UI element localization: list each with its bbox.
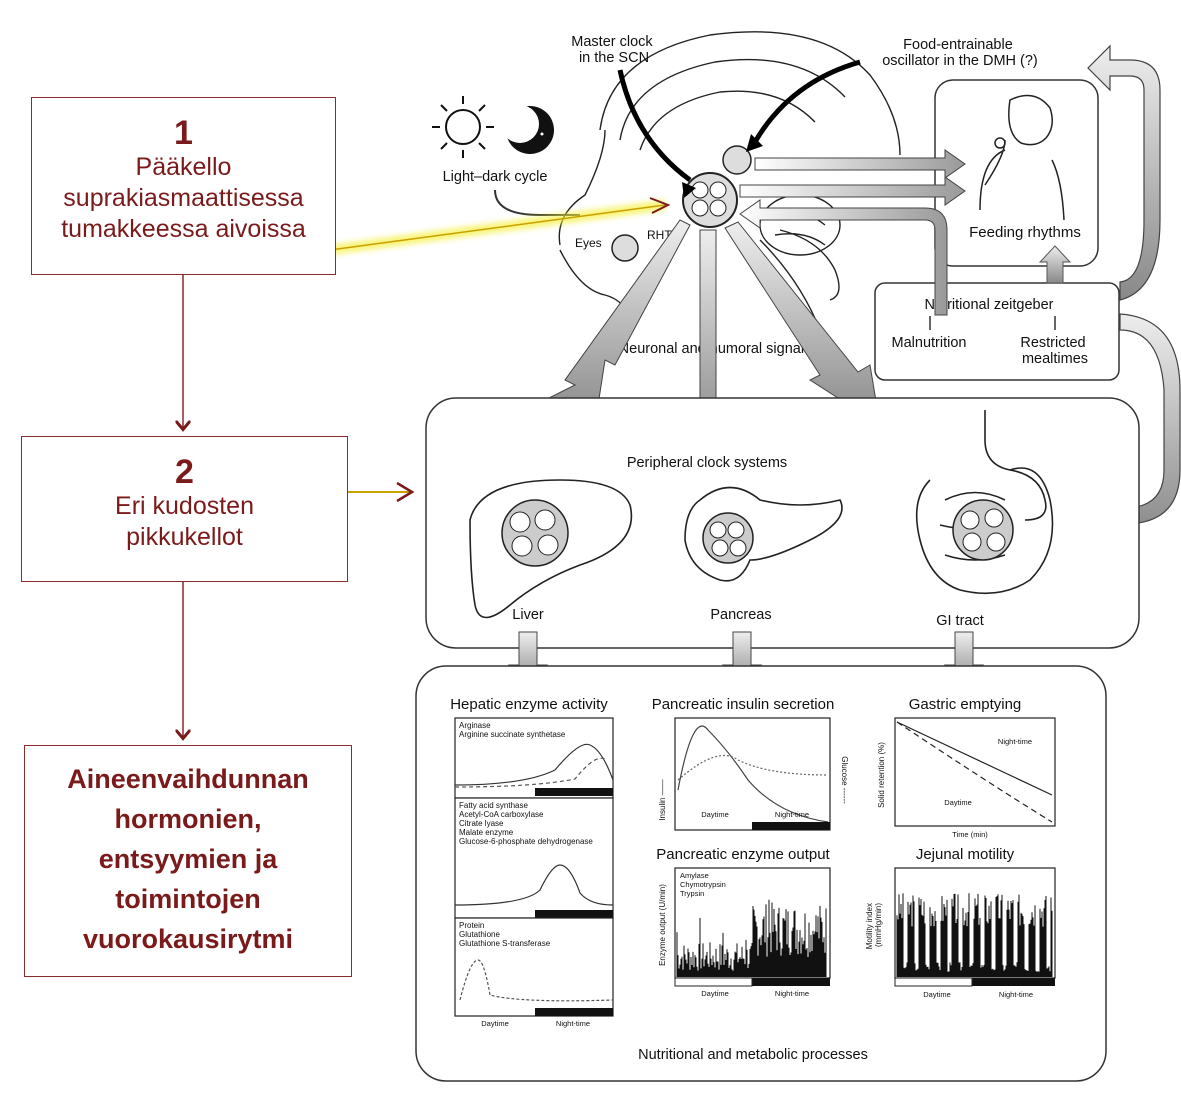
peripheral-title: Peripheral clock systems — [627, 455, 787, 471]
insulin-ylabel: Insulin —— — [658, 779, 667, 820]
eye-clock-icon — [611, 234, 639, 262]
jejunal-nighttime: Night-time — [999, 990, 1033, 999]
hepatic-panel-1-labels: Arginase Arginine succinate synthetase — [459, 721, 566, 739]
restricted-mealtimes-label: Restricted mealtimes — [1020, 335, 1089, 367]
pancreas-clock-icon — [702, 512, 754, 564]
hepatic-panel-2 — [454, 797, 614, 919]
gi-tract-label: GI tract — [936, 613, 984, 629]
gi-clock-icon — [952, 499, 1014, 561]
jejunal-bars — [896, 893, 1053, 977]
master-clock-line-2: in the SCN — [579, 50, 649, 66]
pancreas-label: Pancreas — [710, 607, 771, 623]
light-dark-cycle-label: Light–dark cycle — [443, 169, 548, 185]
hepatic-p2-line-2: Acetyl-CoA carboxylase — [459, 810, 544, 819]
highlight-arrow-scn — [329, 197, 671, 255]
food-oscillator-line-1: Food-entrainable — [903, 37, 1013, 53]
restricted-line-2: mealtimes — [1022, 351, 1088, 367]
nutritional-zeitgeber-label: Nutritional zeitgeber — [925, 297, 1054, 313]
hepatic-title: Hepatic enzyme activity — [450, 696, 608, 713]
jejunal-ylabel-1: Motility index — [865, 903, 874, 949]
hepatic-p3-line-2: Glutathione — [459, 930, 500, 939]
hepatic-panel-3-labels: Protein Glutathione Glutathione S-transf… — [459, 921, 551, 948]
hepatic-p2-line-3: Citrate lyase — [459, 819, 504, 828]
gastric-plot — [894, 717, 1056, 827]
jejunal-ylabel: Motility index (mmHg/min) — [865, 901, 883, 949]
insulin-daytime: Daytime — [701, 810, 729, 819]
hepatic-daytime: Daytime — [481, 1019, 509, 1028]
hepatic-panel-2-labels: Fatty acid synthase Acetyl-CoA carboxyla… — [459, 801, 593, 846]
gastric-nighttime: Night-time — [998, 737, 1032, 746]
enzyme-ylabel: Enzyme output (U/min) — [658, 884, 667, 966]
jejunal-daytime: Daytime — [923, 990, 951, 999]
enzyme-title: Pancreatic enzyme output — [656, 846, 830, 863]
restricted-line-1: Restricted — [1020, 335, 1085, 351]
zeitgeber-to-feeding-arrow — [1038, 245, 1072, 284]
hepatic-p3-line-3: Glutathione S-transferase — [459, 939, 551, 948]
eyes-label: Eyes — [575, 236, 602, 250]
enzyme-legend-3: Trypsin — [680, 889, 704, 898]
enzyme-legend-1: Amylase — [680, 871, 709, 880]
jejunal-title: Jejunal motility — [916, 846, 1015, 863]
dmh-pointer — [752, 59, 861, 144]
brain-to-feeding-arrow-1 — [754, 149, 966, 179]
hepatic-p2-line-1: Fatty acid synthase — [459, 801, 528, 810]
jejunal-ylabel-2: (mmHg/min) — [874, 903, 883, 947]
loop-arrow-top — [1087, 44, 1161, 301]
gastric-title: Gastric emptying — [909, 696, 1022, 713]
light-to-eye-arrow — [494, 189, 580, 216]
hepatic-p3-line-1: Protein — [459, 921, 484, 930]
master-clock-line-1: Master clock — [571, 34, 653, 50]
box1-text: Pääkello suprakiasmaattisessa tumakkeess… — [61, 153, 306, 243]
malnutrition-label: Malnutrition — [892, 335, 967, 351]
rht-label: RHT — [647, 228, 672, 242]
feeding-to-brain-arrow — [739, 199, 948, 316]
hepatic-p2-line-4: Malate enzyme — [459, 828, 514, 837]
insulin-nighttime: Night-time — [775, 810, 809, 819]
liver-clock-icon — [501, 499, 569, 567]
feeding-rhythms-box — [934, 79, 1099, 267]
brain-to-feeding-arrow-2 — [739, 176, 966, 206]
scn-clock-icon — [682, 172, 738, 228]
finnish-box-master-clock: 1 Pääkello suprakiasmaattisessa tumakkee… — [31, 97, 336, 275]
box1-number: 1 — [174, 114, 193, 152]
sun-icon — [432, 96, 494, 158]
enzyme-legend: Amylase Chymotrypsin Trypsin — [680, 871, 728, 898]
moon-icon — [501, 105, 554, 154]
food-oscillator-line-2: oscillator in the DMH (?) — [882, 53, 1038, 69]
master-clock-pointer — [617, 69, 692, 183]
enzyme-nighttime: Night-time — [775, 989, 809, 998]
master-clock-label: Master clock in the SCN — [571, 34, 656, 66]
boy-eating-illustration — [979, 94, 1065, 221]
gastric-daytime: Daytime — [944, 798, 972, 807]
processes-footer: Nutritional and metabolic processes — [638, 1047, 868, 1063]
highlight-arrow-peripheral — [345, 481, 415, 503]
enzyme-daytime: Daytime — [701, 989, 729, 998]
dmh-clock-icon — [722, 145, 752, 175]
finnish-box-metabolic-rhythm: Aineenvaihdunnan hormonien, entsyymien j… — [24, 745, 352, 977]
hepatic-p1-line-2: Arginine succinate synthetase — [459, 730, 566, 739]
box3-text: Aineenvaihdunnan hormonien, entsyymien j… — [67, 764, 309, 954]
hepatic-p2-line-5: Glucose-6-phosphate dehydrogenase — [459, 837, 593, 846]
hepatic-p1-line-1: Arginase — [459, 721, 491, 730]
feeding-rhythms-label: Feeding rhythms — [969, 224, 1081, 241]
box2-number: 2 — [175, 453, 194, 491]
enzyme-bars — [676, 899, 827, 977]
liver-label: Liver — [512, 607, 544, 623]
signal-arrow-gi — [724, 221, 881, 427]
gastric-ylabel: Solid retention (%) — [877, 742, 886, 808]
insulin-title: Pancreatic insulin secretion — [652, 696, 835, 713]
hepatic-nighttime: Night-time — [556, 1019, 590, 1028]
enzyme-legend-2: Chymotrypsin — [680, 880, 726, 889]
insulin-y2label: Glucose ------ — [840, 756, 849, 804]
food-oscillator-label: Food-entrainable oscillator in the DMH (… — [882, 37, 1038, 69]
finnish-box-peripheral-clocks: 2 Eri kudosten pikkukellot — [21, 436, 348, 582]
gastric-xlabel: Time (min) — [952, 830, 988, 839]
box2-text: Eri kudosten pikkukellot — [115, 492, 254, 551]
